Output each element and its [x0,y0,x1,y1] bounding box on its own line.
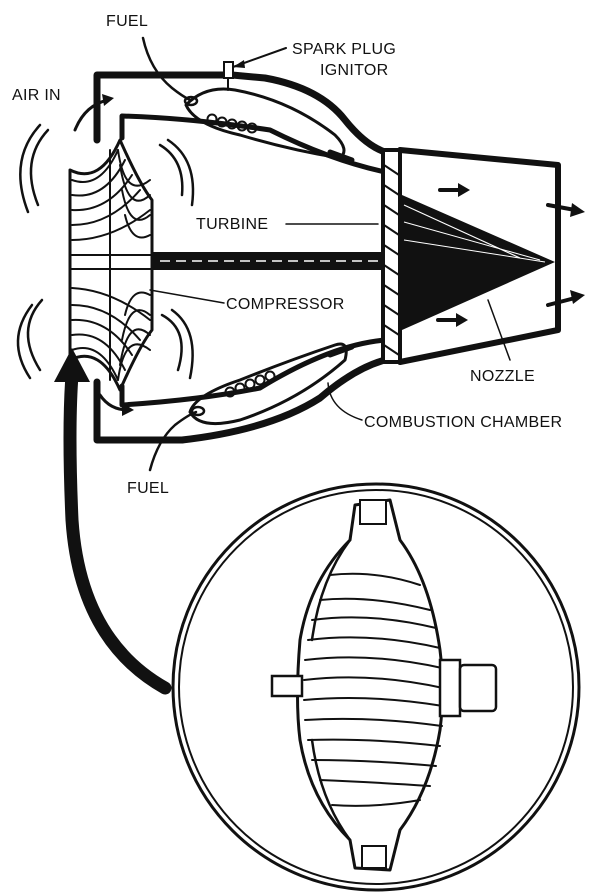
compressor [70,140,152,390]
label-turbine: TURBINE [196,216,268,233]
arrow-icon [548,298,575,305]
shaft [152,252,384,270]
label-compressor: COMPRESSOR [226,296,345,313]
label-spark-plug: SPARK PLUG [292,41,396,58]
compressor-detail-inset [173,484,579,890]
exhaust-nozzle [400,150,558,362]
arrow-icon [548,205,575,210]
label-fuel-top: FUEL [106,13,148,30]
turbine [383,150,400,362]
label-ignitor: IGNITOR [320,62,388,79]
label-nozzle: NOZZLE [470,368,535,385]
label-fuel-bottom: FUEL [127,480,169,497]
label-combustion-chamber: COMBUSTION CHAMBER [364,414,562,431]
label-air-in: AIR IN [12,87,61,104]
curved-arrow-to-detail [54,348,165,688]
